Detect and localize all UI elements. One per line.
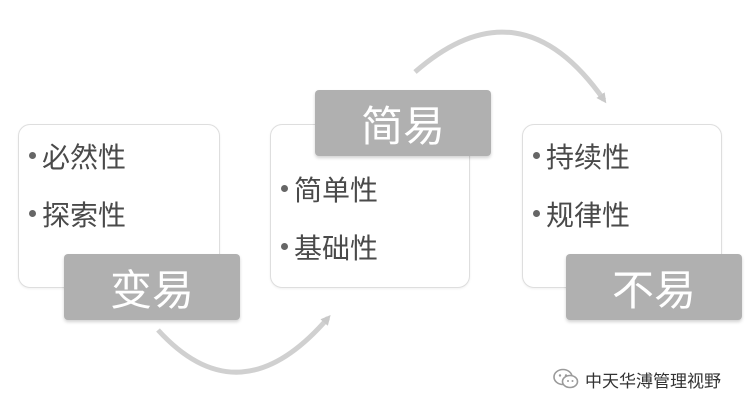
list-item: 规律性	[533, 202, 630, 230]
bullet-icon	[29, 151, 36, 159]
list-item: 持续性	[533, 144, 630, 172]
watermark-text: 中天华溥管理视野	[585, 371, 721, 392]
bullet-icon	[281, 242, 288, 250]
list-item: 探索性	[29, 202, 126, 230]
label-jianyi: 简易	[315, 90, 491, 156]
card-jianyi: 简单性 基础性	[270, 124, 470, 288]
list-item: 必然性	[29, 144, 126, 172]
bullet-icon	[29, 209, 36, 217]
bullet-icon	[533, 209, 540, 217]
list-item: 简单性	[281, 177, 378, 205]
bullet-icon	[281, 184, 288, 192]
label-buyi: 不易	[566, 254, 742, 320]
arrow-top	[413, 29, 607, 104]
watermark: 中天华溥管理视野	[553, 365, 721, 393]
list-item: 基础性	[281, 235, 378, 263]
arrow-bottom	[156, 314, 331, 375]
wechat-icon	[553, 368, 579, 389]
bullet-icon	[533, 151, 540, 159]
label-bianyi: 变易	[64, 254, 240, 320]
